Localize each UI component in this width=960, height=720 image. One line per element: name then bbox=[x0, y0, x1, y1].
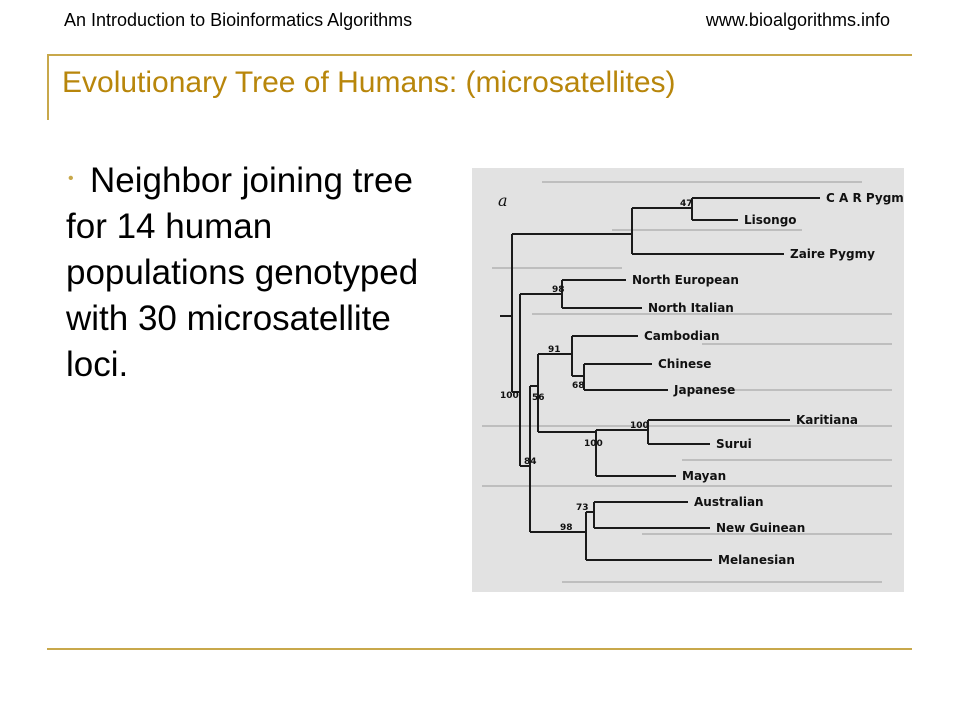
bootstrap-label: 98 bbox=[552, 285, 565, 295]
leaf-label: Japanese bbox=[673, 383, 735, 397]
panel-label: a bbox=[498, 191, 508, 210]
header-website[interactable]: www.bioalgorithms.info bbox=[705, 10, 890, 30]
bullet-dot-icon: • bbox=[68, 170, 74, 187]
leaf-label: North European bbox=[632, 273, 739, 287]
scan-noise bbox=[482, 181, 892, 583]
leaf-label: C A R Pygmy bbox=[826, 191, 904, 205]
tree-diagram: a bbox=[482, 181, 904, 583]
leaf-label: Karitiana bbox=[796, 413, 858, 427]
leaf-label: Surui bbox=[716, 437, 752, 451]
tree-branches bbox=[500, 197, 820, 561]
bootstrap-label: 100 bbox=[500, 391, 519, 401]
leaf-label: North Italian bbox=[648, 301, 734, 315]
bullet-point: • Neighbor joining tree for 14 human pop… bbox=[66, 158, 446, 388]
leaf-label: Mayan bbox=[682, 469, 726, 483]
header-course-title: An Introduction to Bioinformatics Algori… bbox=[64, 10, 413, 30]
title-frame-top bbox=[47, 54, 912, 56]
bootstrap-label: 84 bbox=[524, 457, 537, 467]
bootstrap-label: 98 bbox=[560, 523, 573, 533]
bootstrap-label: 100 bbox=[630, 421, 649, 431]
leaf-label: New Guinean bbox=[716, 521, 805, 535]
footer-rule bbox=[47, 648, 912, 650]
bullet-text: Neighbor joining tree for 14 human popul… bbox=[66, 161, 419, 384]
bootstrap-label: 47 bbox=[680, 199, 693, 209]
phylogenetic-tree-image: a bbox=[472, 168, 904, 592]
leaf-label: Cambodian bbox=[644, 329, 720, 343]
leaf-label: Melanesian bbox=[718, 553, 795, 567]
leaf-label: Australian bbox=[694, 495, 764, 509]
bootstrap-label: 100 bbox=[584, 439, 603, 449]
bootstrap-label: 56 bbox=[532, 393, 545, 403]
leaf-label: Lisongo bbox=[744, 213, 797, 227]
bootstrap-label: 73 bbox=[576, 503, 589, 513]
bootstrap-label: 68 bbox=[572, 381, 585, 391]
leaf-label: Chinese bbox=[658, 357, 711, 371]
bootstrap-label: 91 bbox=[548, 345, 561, 355]
title-frame-left bbox=[47, 54, 49, 120]
leaf-label: Zaire Pygmy bbox=[790, 247, 875, 261]
slide-title: Evolutionary Tree of Humans: (microsatel… bbox=[62, 66, 676, 99]
